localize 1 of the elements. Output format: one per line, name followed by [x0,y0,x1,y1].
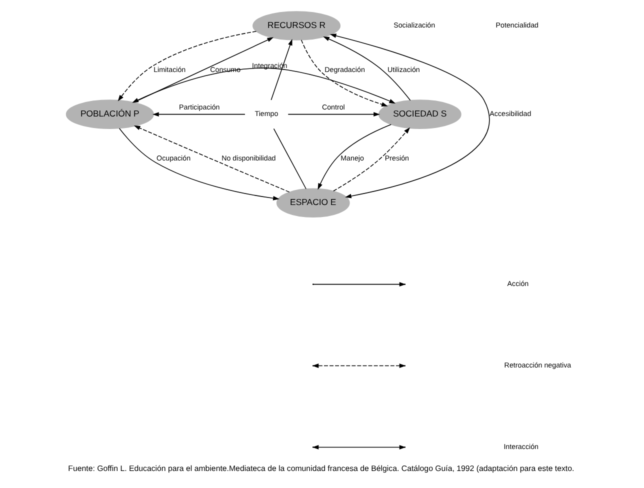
caption: Fuente: Goffin L. Educación para el ambiente.Mediateca de la comunidad francesa de Bélgica. Catálogo Guía, 1992 (adaptación para este texto. [68,464,574,473]
